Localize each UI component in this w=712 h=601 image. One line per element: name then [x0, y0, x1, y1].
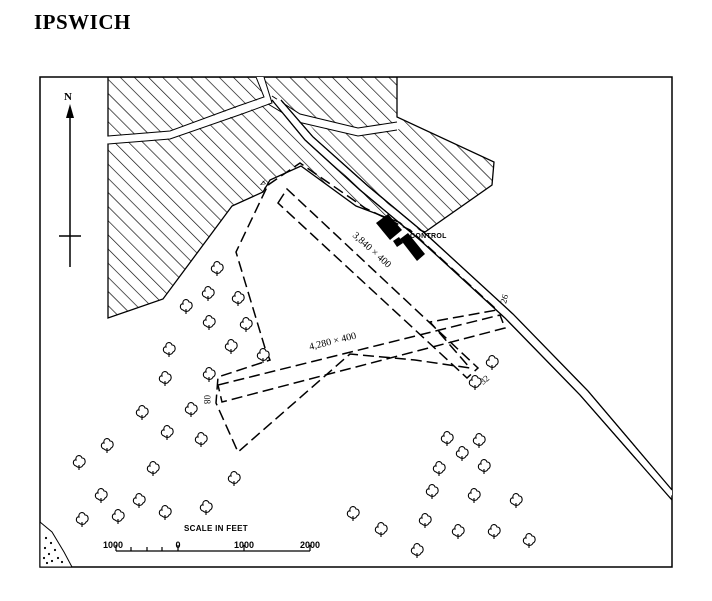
- tree-icon: [227, 471, 241, 486]
- control-building-icon: [376, 214, 425, 261]
- scale-bar: [115, 545, 311, 552]
- marsh-corner: [39, 520, 73, 568]
- tree-icon: [487, 524, 501, 539]
- tree-icon: [202, 315, 216, 330]
- tree-icon: [256, 348, 270, 363]
- tree-icon: [160, 425, 174, 440]
- runway-end-26: 26: [498, 293, 510, 305]
- tree-icon: [455, 446, 469, 461]
- tree-icon: [202, 367, 216, 382]
- tree-icon: [72, 455, 86, 470]
- tree-icon: [158, 505, 172, 520]
- tree-icon: [374, 522, 388, 537]
- tree-icon: [485, 355, 499, 370]
- tree-icon: [522, 533, 536, 548]
- tree-icon: [199, 500, 213, 515]
- tree-icon: [162, 342, 176, 357]
- tree-icon: [194, 432, 208, 447]
- tree-icon: [231, 291, 245, 306]
- tree-icon: [135, 405, 149, 420]
- tree-icon: [346, 506, 360, 521]
- trees: [72, 261, 536, 558]
- tree-icon: [132, 493, 146, 508]
- tree-icon: [477, 459, 491, 474]
- runway-14-32: [277, 187, 480, 380]
- tree-icon: [210, 261, 224, 276]
- runway-end-08: 08: [202, 395, 212, 405]
- tree-icon: [224, 339, 238, 354]
- tree-icon: [184, 402, 198, 417]
- scale-caption: SCALE IN FEET: [184, 524, 248, 533]
- tree-icon: [509, 493, 523, 508]
- runway-08-26: [217, 314, 507, 403]
- tree-icon: [472, 433, 486, 448]
- tree-icon: [158, 371, 172, 386]
- tree-icon: [179, 299, 193, 314]
- scale-tick-0: 0: [175, 540, 180, 550]
- page-title: IPSWICH: [34, 10, 131, 34]
- tree-icon: [75, 512, 89, 527]
- woodland-area: [107, 77, 495, 319]
- tree-icon: [111, 509, 125, 524]
- tree-icon: [410, 543, 424, 558]
- control-label: CONTROL: [410, 233, 447, 240]
- north-arrow-icon: [59, 104, 81, 267]
- tree-icon: [467, 488, 481, 503]
- marsh-dots: [42, 536, 64, 565]
- tree-icon: [94, 488, 108, 503]
- tree-icon: [451, 524, 465, 539]
- tree-icon: [468, 375, 482, 390]
- tree-icon: [432, 461, 446, 476]
- north-label: N: [64, 91, 72, 103]
- tree-icon: [239, 317, 253, 332]
- tree-icon: [418, 513, 432, 528]
- tree-icon: [201, 286, 215, 301]
- tree-icon: [425, 484, 439, 499]
- tree-icon: [100, 438, 114, 453]
- scale-tick-2000: 2000: [300, 540, 320, 550]
- scale-tick-1000: 1000: [234, 540, 254, 550]
- scale-tick-1000-left: 1000: [103, 540, 123, 550]
- tree-icon: [146, 461, 160, 476]
- tree-icon: [440, 431, 454, 446]
